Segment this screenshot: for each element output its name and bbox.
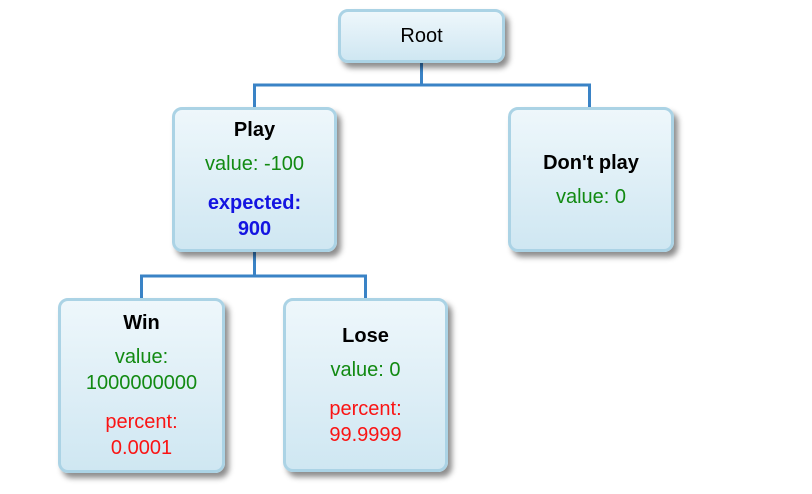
tree-node-win[interactable]: Win value: 1000000000 percent: 0.0001 bbox=[58, 298, 225, 473]
tree-node-lose[interactable]: Lose value: 0 percent: 99.9999 bbox=[283, 298, 448, 472]
node-lose-value: value: 0 bbox=[330, 358, 401, 381]
tree-node-dont-play[interactable]: Don't play value: 0 bbox=[508, 107, 674, 252]
node-win-title: Win bbox=[123, 312, 160, 334]
node-win-percent: percent: 0.0001 bbox=[105, 411, 178, 459]
node-win-value: value: 1000000000 bbox=[85, 346, 198, 394]
node-root-title: Root bbox=[400, 25, 443, 47]
node-dont-play-title: Don't play bbox=[543, 151, 639, 174]
node-play-value: value: -100 bbox=[205, 153, 304, 175]
node-play-title: Play bbox=[233, 119, 276, 141]
connector-play-to-children bbox=[140, 252, 367, 298]
connector-root-to-children bbox=[253, 63, 591, 107]
node-lose-percent: percent: 99.9999 bbox=[329, 397, 402, 446]
tree-node-root[interactable]: Root bbox=[338, 9, 505, 63]
node-lose-title: Lose bbox=[342, 324, 389, 347]
node-play-expected: expected: 900 bbox=[207, 192, 302, 240]
tree-node-play[interactable]: Play value: -100 expected: 900 bbox=[172, 107, 337, 252]
node-dont-play-value: value: 0 bbox=[555, 185, 627, 208]
